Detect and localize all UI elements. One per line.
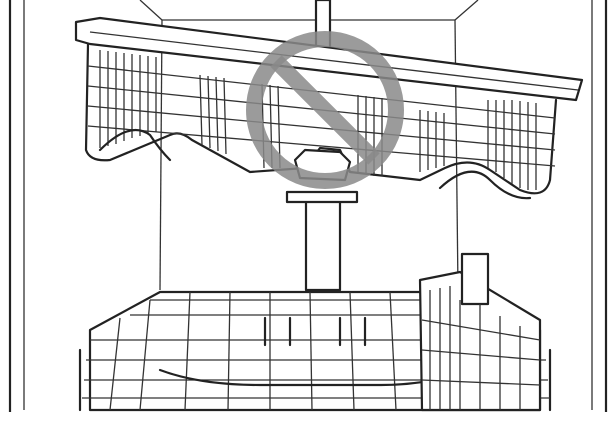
cutlery-basket: [418, 252, 542, 412]
prohibition-icon: [246, 31, 404, 189]
left-tines: [98, 50, 172, 162]
bottom-margin: [0, 412, 616, 425]
dishwasher-tub: [8, 0, 608, 425]
right-tines: [419, 100, 537, 200]
